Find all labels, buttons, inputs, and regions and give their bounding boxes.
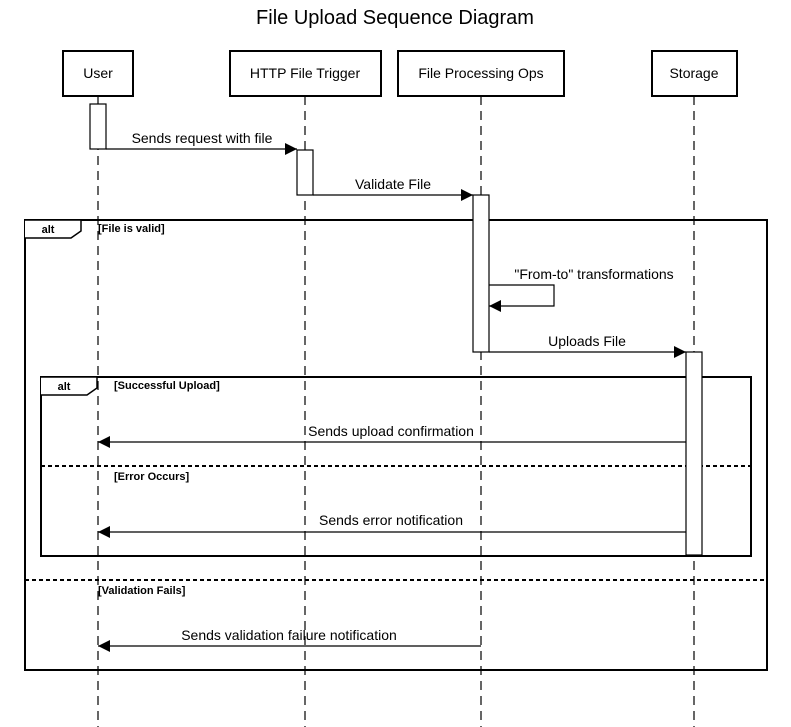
guard-error-occurs: [Error Occurs] bbox=[114, 471, 190, 483]
participant-label: HTTP File Trigger bbox=[250, 65, 361, 81]
message-label: Sends request with file bbox=[132, 130, 273, 146]
message-label: "From-to" transformations bbox=[514, 266, 673, 282]
alt-frame-outer: alt [File is valid] [Validation Fails] bbox=[24, 219, 768, 671]
message-label: Uploads File bbox=[548, 333, 626, 349]
message-label: Sends upload confirmation bbox=[308, 423, 474, 439]
activation-http-file-trigger bbox=[296, 149, 314, 196]
participant-label: User bbox=[83, 65, 113, 81]
guard-validation-fails: [Validation Fails] bbox=[98, 585, 186, 597]
guard-file-is-valid: [File is valid] bbox=[98, 223, 165, 235]
message-arrow-self-transformations bbox=[489, 284, 555, 312]
participant-storage[interactable]: Storage bbox=[651, 50, 738, 97]
activation-user bbox=[89, 103, 107, 150]
diagram-title: File Upload Sequence Diagram bbox=[256, 7, 534, 29]
frame-tag: alt bbox=[58, 381, 71, 393]
alt-frame-inner: alt [Successful Upload] [Error Occurs] bbox=[40, 376, 752, 557]
frame-tag: alt bbox=[42, 224, 55, 236]
message-label: Validate File bbox=[355, 176, 431, 192]
activation-storage bbox=[685, 351, 703, 556]
participant-file-processing-ops[interactable]: File Processing Ops bbox=[397, 50, 565, 97]
participant-label: File Processing Ops bbox=[418, 65, 543, 81]
activation-file-processing-ops bbox=[472, 194, 490, 353]
participant-http-file-trigger[interactable]: HTTP File Trigger bbox=[229, 50, 382, 97]
participant-label: Storage bbox=[669, 65, 718, 81]
message-label: Sends validation failure notification bbox=[181, 627, 397, 643]
guard-successful-upload: [Successful Upload] bbox=[114, 380, 220, 392]
participant-user[interactable]: User bbox=[62, 50, 134, 97]
message-label: Sends error notification bbox=[319, 512, 463, 528]
